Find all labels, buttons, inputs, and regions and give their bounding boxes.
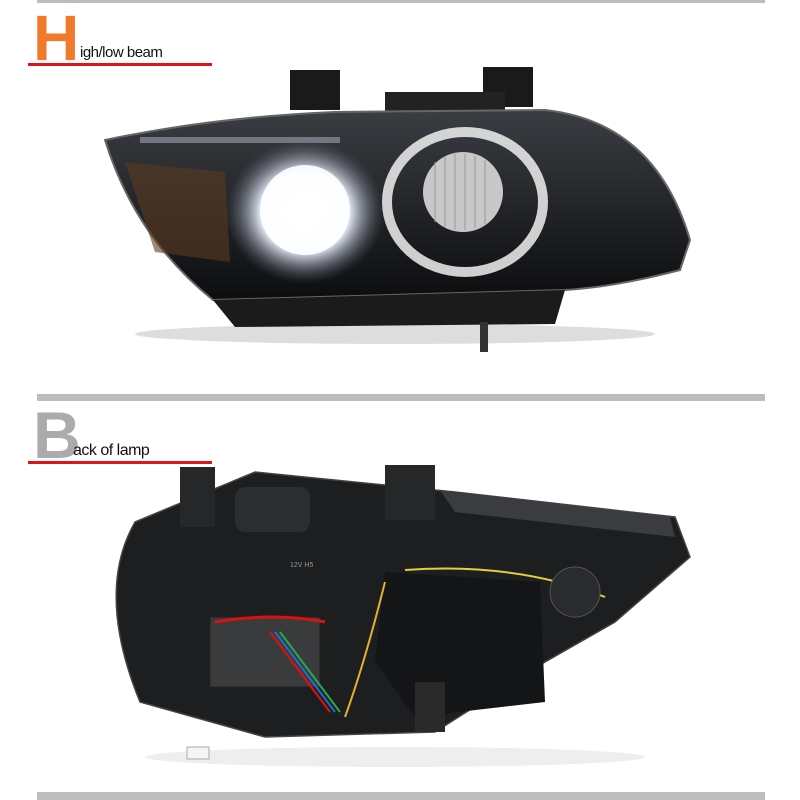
- heading-underline: [28, 461, 212, 464]
- headlight-front-image: [103, 67, 692, 352]
- top-divider: [37, 0, 765, 3]
- housing-label: 12V H5: [290, 562, 313, 569]
- heading-text: igh/low beam: [80, 44, 163, 61]
- middle-divider: [37, 394, 765, 401]
- section-heading-back-of-lamp: B ack of lamp: [28, 398, 218, 472]
- heading-text: ack of lamp: [73, 442, 150, 459]
- heading-initial: H: [33, 2, 80, 74]
- bottom-divider: [37, 792, 765, 800]
- headlight-rear-image: 12V H5: [115, 465, 691, 767]
- heading-underline: [28, 63, 212, 66]
- heading-initial: B: [33, 398, 81, 472]
- section-heading-high-low-beam: H igh/low beam: [28, 2, 218, 74]
